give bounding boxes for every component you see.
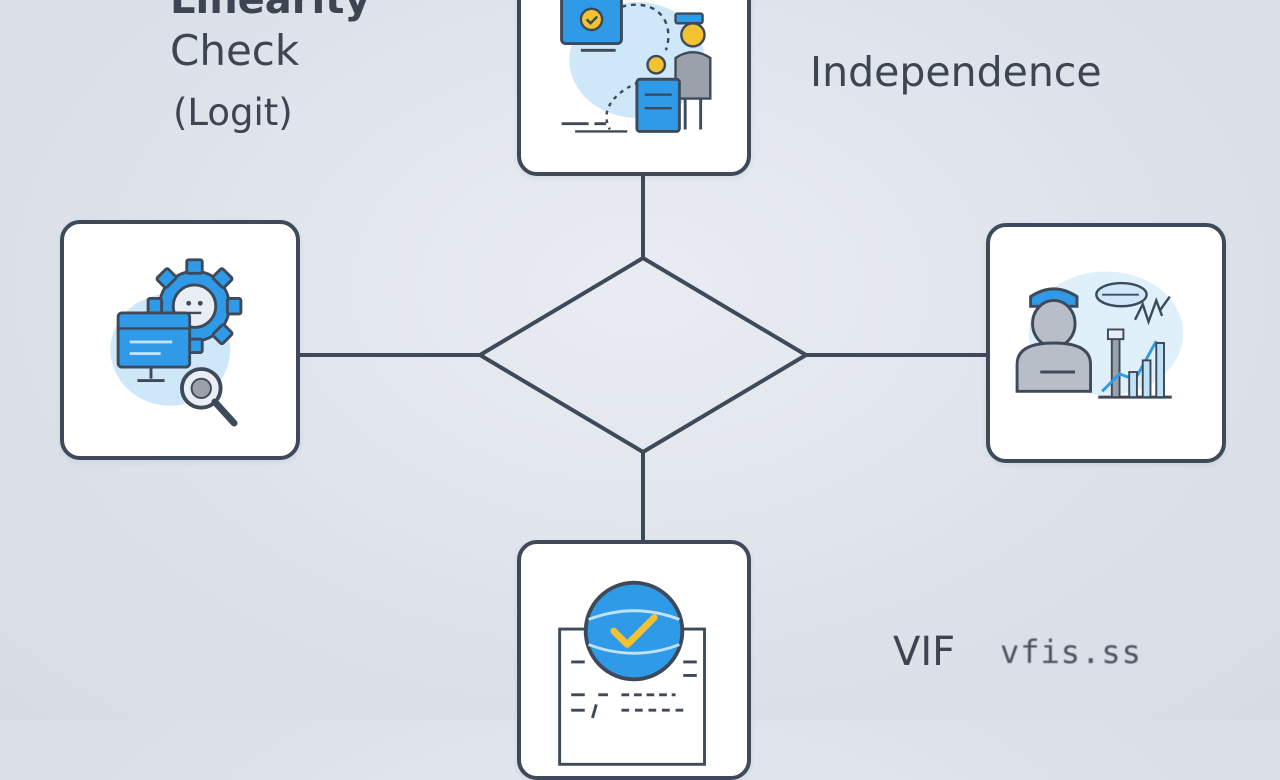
label-linearity-cut: Linearity <box>170 0 371 23</box>
node-top[interactable] <box>517 0 751 176</box>
node-bottom[interactable] <box>517 540 751 780</box>
person-chart-icon <box>1015 271 1184 399</box>
node-right[interactable] <box>986 223 1226 463</box>
gear-monitor-magnifier-icon <box>110 258 243 427</box>
label-vif: VIF <box>893 629 956 675</box>
globe-checkmark-document-icon <box>558 580 706 766</box>
center-diamond <box>478 256 808 454</box>
label-logit: (Logit) <box>173 91 293 134</box>
label-independence: Independence <box>810 48 1102 96</box>
monitor-person-clipboard-icon <box>560 0 712 133</box>
label-check: Check <box>170 26 300 75</box>
connector-lines <box>298 174 988 542</box>
label-vif-values: vfis.ss <box>1000 633 1142 671</box>
diagram-canvas: Linearity Check (Logit) Independence VIF… <box>60 0 1226 780</box>
node-left[interactable] <box>60 220 300 460</box>
